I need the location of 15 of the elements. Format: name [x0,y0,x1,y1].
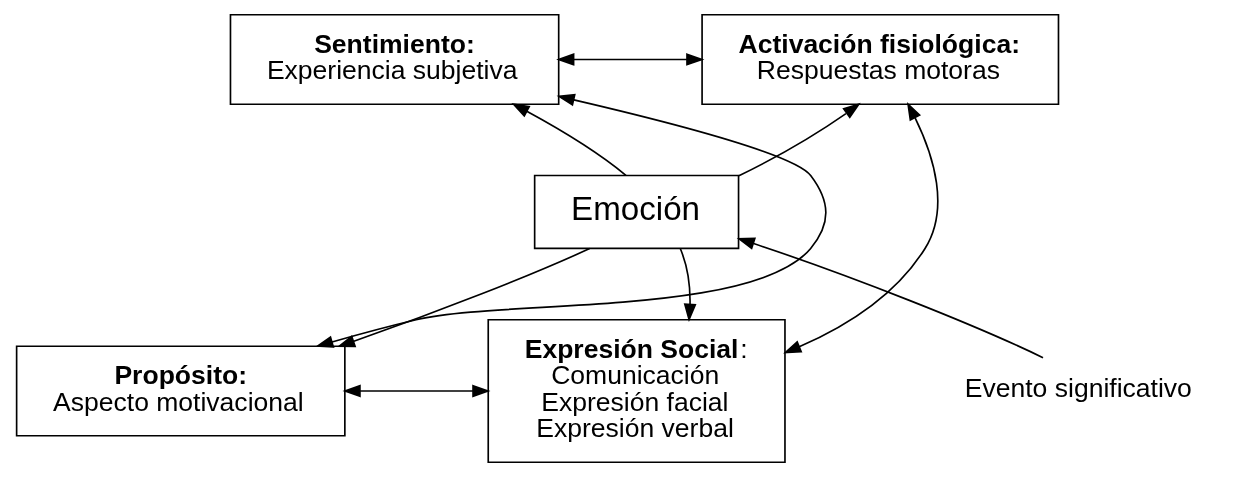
node-text: Evento significativo [964,373,1192,404]
arrow [511,103,627,177]
arrow [679,247,697,322]
node-box: Sentimiento: Experiencia subjetiva [229,13,560,106]
arrow [336,247,591,348]
node-box: Expresión Social: Comunicación Expresión facial Expresión verbal [487,318,786,464]
node-box: Emoción [533,174,740,250]
arrow [738,102,861,177]
node-box: Propósito: Aspecto motivacional [15,345,346,437]
arrow [736,237,1044,359]
arrow [315,93,827,348]
arrow [556,53,705,66]
arrow [342,384,491,398]
arrow [783,102,939,354]
node-box: Activación fisiológica: Respuestas motoras [701,13,1060,106]
